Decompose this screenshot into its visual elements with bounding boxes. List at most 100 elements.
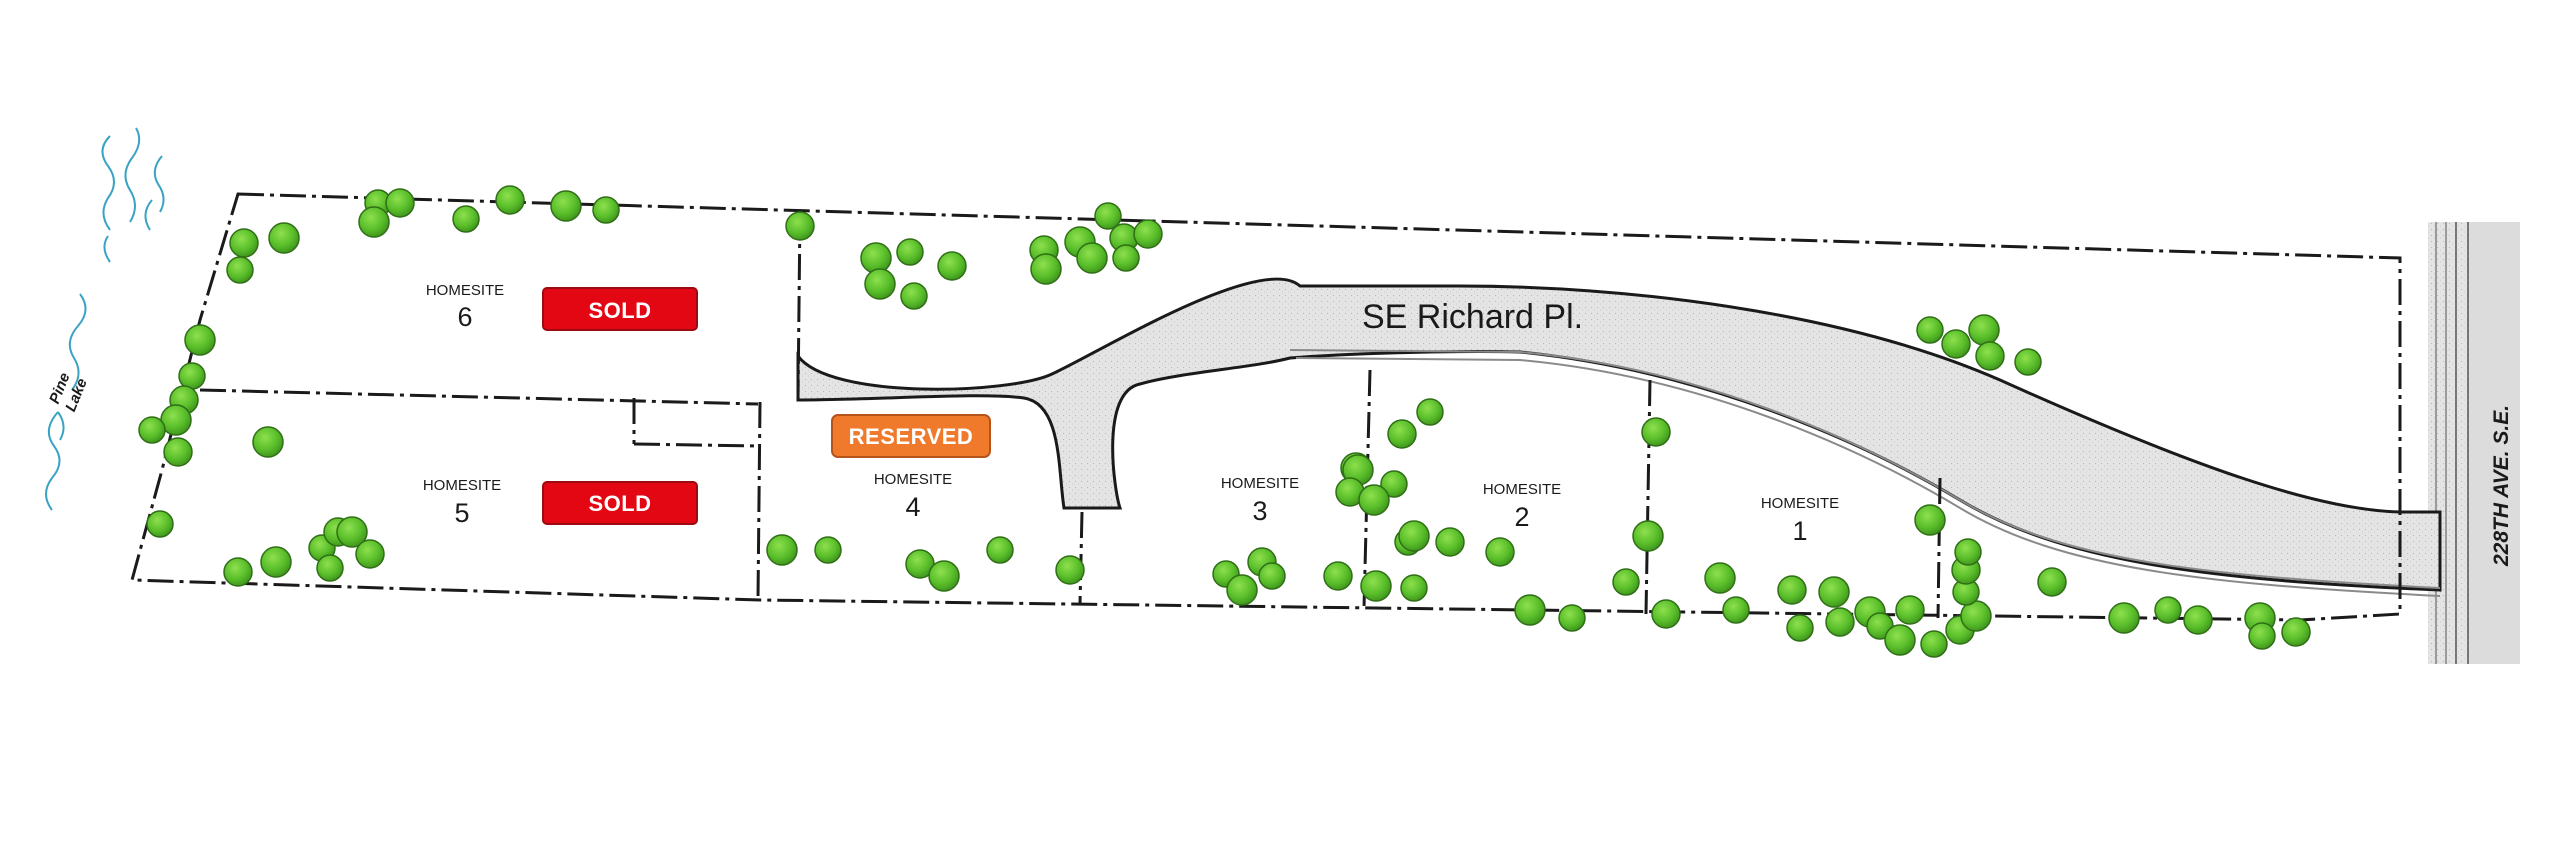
- tree: [2281, 617, 2311, 647]
- tree: [1360, 570, 1392, 602]
- homesite-2-label: HOMESITE: [1483, 481, 1561, 498]
- tree: [495, 185, 525, 215]
- tree: [928, 560, 960, 592]
- homesite-5-status-badge: SOLD: [542, 481, 698, 525]
- tree: [1398, 520, 1430, 552]
- tree: [896, 238, 924, 266]
- homesite-4[interactable]: RESERVED HOMESITE 4: [831, 414, 991, 522]
- homesite-4-status-badge: RESERVED: [831, 414, 991, 458]
- tree: [2037, 567, 2067, 597]
- tree: [1030, 253, 1062, 285]
- lake-name-label: Pine Lake: [46, 370, 91, 414]
- homesite-3-number: 3: [1252, 496, 1267, 526]
- tree: [336, 516, 368, 548]
- tree: [864, 268, 896, 300]
- tree: [358, 206, 390, 238]
- tree: [1258, 562, 1286, 590]
- tree: [1954, 538, 1982, 566]
- tree: [1941, 329, 1971, 359]
- tree: [937, 251, 967, 281]
- trees: [138, 185, 2311, 658]
- tree: [1416, 398, 1444, 426]
- tree: [226, 256, 254, 284]
- tree: [1884, 624, 1916, 656]
- tree: [1920, 630, 1948, 658]
- tree: [178, 362, 206, 390]
- tree: [385, 188, 415, 218]
- tree: [1094, 202, 1122, 230]
- tree: [986, 536, 1014, 564]
- tree: [138, 416, 166, 444]
- tree: [1400, 574, 1428, 602]
- homesite-2-number: 2: [1514, 502, 1529, 532]
- street-road: [796, 277, 2442, 597]
- homesite-1[interactable]: HOMESITE 1: [1761, 495, 1839, 546]
- tree: [1786, 614, 1814, 642]
- tree: [1485, 537, 1515, 567]
- tree: [184, 324, 216, 356]
- tree: [268, 222, 300, 254]
- homesite-4-number: 4: [905, 492, 920, 522]
- tree: [1055, 555, 1085, 585]
- homesite-3-label: HOMESITE: [1221, 475, 1299, 492]
- tree: [355, 539, 385, 569]
- homesite-6[interactable]: HOMESITE 6 SOLD: [426, 282, 698, 332]
- tree: [163, 437, 193, 467]
- homesite-1-label: HOMESITE: [1761, 495, 1839, 512]
- street-name-label: SE Richard Pl.: [1362, 298, 1583, 336]
- tree: [1975, 341, 2005, 371]
- homesite-4-status: RESERVED: [849, 424, 974, 449]
- homesite-3[interactable]: HOMESITE 3: [1221, 475, 1299, 526]
- tree: [2248, 622, 2276, 650]
- tree: [252, 426, 284, 458]
- homesite-6-status-badge: SOLD: [542, 287, 698, 331]
- tree: [1895, 595, 1925, 625]
- tree: [1380, 470, 1408, 498]
- tree: [1968, 314, 2000, 346]
- lake-shoreline: [45, 127, 165, 511]
- homesite-5-number: 5: [454, 498, 469, 528]
- tree: [260, 546, 292, 578]
- homesite-6-status: SOLD: [588, 298, 651, 323]
- tree: [2014, 348, 2042, 376]
- tree: [1651, 599, 1681, 629]
- tree: [785, 211, 815, 241]
- tree: [766, 534, 798, 566]
- tree: [1777, 575, 1807, 605]
- tree: [1612, 568, 1640, 596]
- homesite-6-label: HOMESITE: [426, 282, 504, 299]
- homesite-4-label: HOMESITE: [874, 471, 952, 488]
- tree: [1323, 561, 1353, 591]
- tree: [1387, 419, 1417, 449]
- tree: [592, 196, 620, 224]
- tree: [1818, 576, 1850, 608]
- tree: [1825, 607, 1855, 637]
- tree: [316, 554, 344, 582]
- tree: [1632, 520, 1664, 552]
- tree: [146, 510, 174, 538]
- tree: [1704, 562, 1736, 594]
- tree: [2183, 605, 2213, 635]
- homesite-2[interactable]: HOMESITE 2: [1483, 481, 1561, 532]
- homesite-5-status: SOLD: [588, 491, 651, 516]
- homesite-6-number: 6: [457, 302, 472, 332]
- tree: [814, 536, 842, 564]
- tree: [1076, 242, 1108, 274]
- tree: [452, 205, 480, 233]
- tree: [223, 557, 253, 587]
- homesite-5[interactable]: HOMESITE 5 SOLD: [423, 477, 698, 528]
- tree: [1641, 417, 1671, 447]
- tree: [2154, 596, 2182, 624]
- avenue-name-label: 228TH AVE. S.E.: [2490, 405, 2513, 567]
- tree: [900, 282, 928, 310]
- tree: [1226, 574, 1258, 606]
- avenue-road: [2428, 222, 2520, 664]
- tree: [550, 190, 582, 222]
- tree: [1722, 596, 1750, 624]
- tree: [229, 228, 259, 258]
- tree: [1514, 594, 1546, 626]
- homesite-5-label: HOMESITE: [423, 477, 501, 494]
- tree: [1112, 244, 1140, 272]
- tree: [1133, 219, 1163, 249]
